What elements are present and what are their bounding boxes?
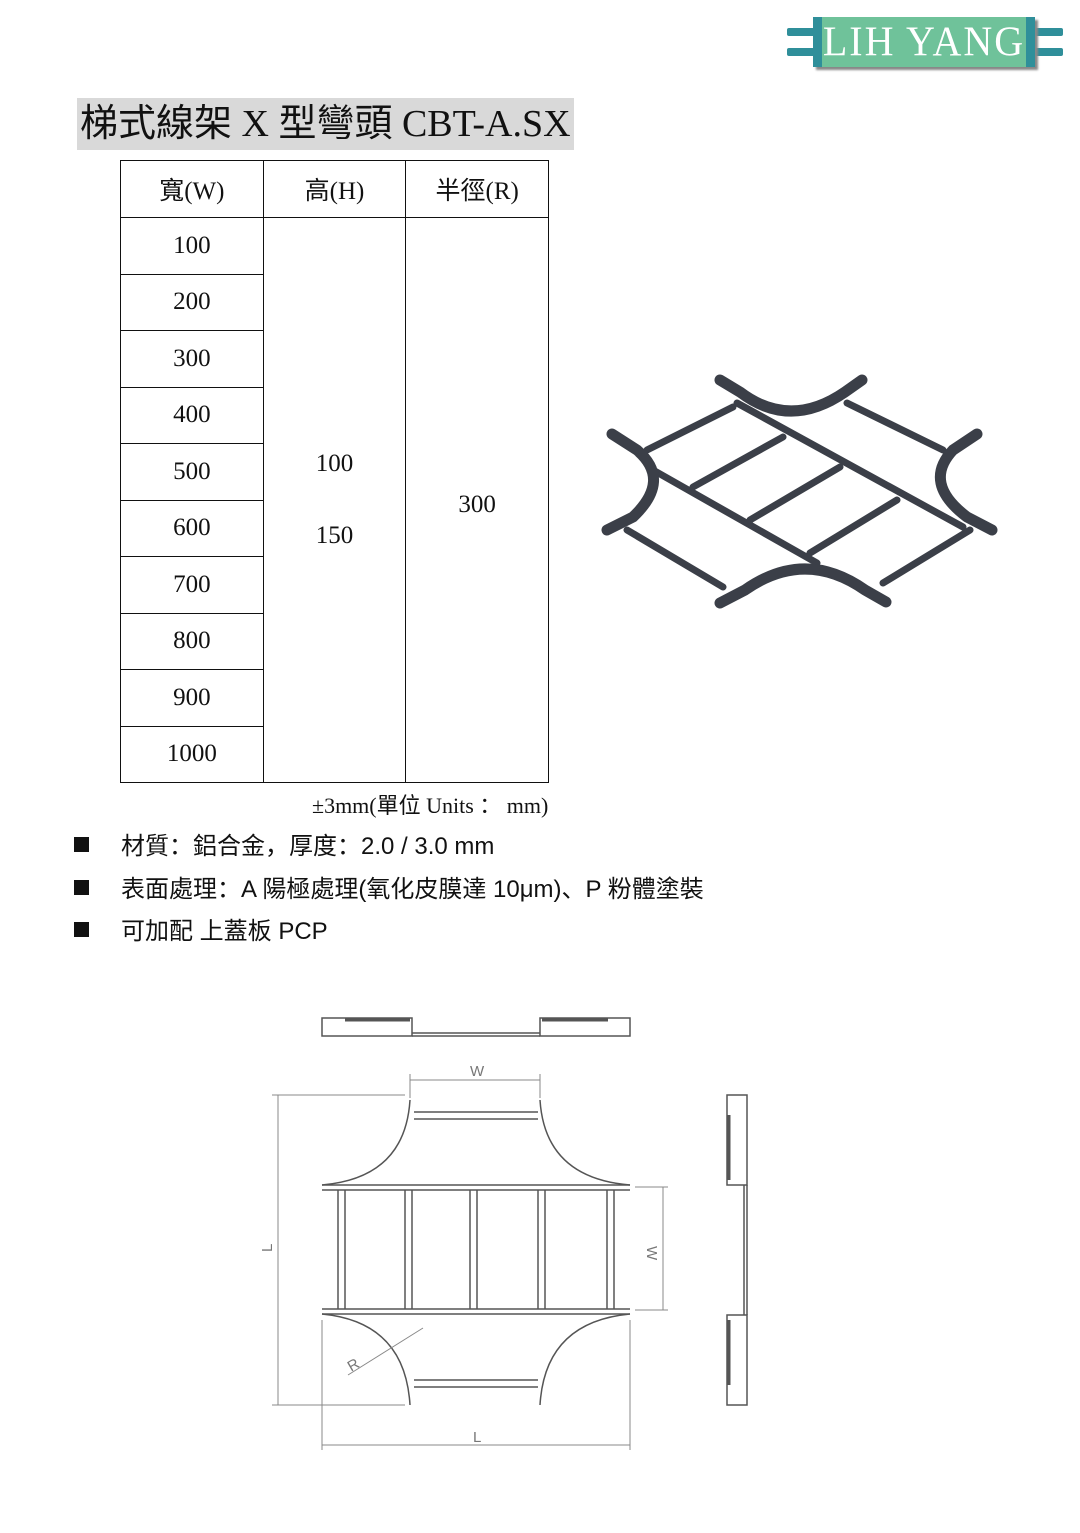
bullet-square-icon (74, 922, 89, 937)
bullet-text: 表面處理：A 陽極處理(氧化皮膜達 10μm)、P 粉體塗裝 (121, 876, 704, 903)
width-cell: 1000 (120, 725, 264, 783)
logo-text: LIH YANG (822, 17, 1026, 66)
header-width: 寬(W) (120, 160, 264, 218)
table-row: 600 (120, 499, 549, 557)
table-row: 400 (120, 386, 549, 444)
header-height: 高(H) (262, 160, 407, 218)
bullet-surface: 表面處理：A 陽極處理(氧化皮膜達 10μm)、P 粉體塗裝 (74, 869, 704, 904)
table-row: 1000 (120, 725, 549, 783)
table-row: 900 (120, 669, 549, 727)
bullet-text: 可加配 上蓋板 PCP (121, 918, 328, 945)
height-value: 100 (315, 450, 354, 477)
width-cell: 100 (120, 217, 264, 275)
table-header-row: 寬(W) 高(H) 半徑(R) (120, 160, 549, 218)
table-row: 700 (120, 556, 549, 614)
width-cell: 900 (120, 669, 264, 727)
bullet-square-icon (74, 880, 89, 895)
header-radius: 半徑(R) (405, 160, 549, 218)
width-cell: 400 (120, 386, 264, 444)
radius-cell: 300 (405, 217, 549, 783)
width-cell: 700 (120, 556, 264, 614)
width-cell: 500 (120, 443, 264, 501)
brand-logo: LIH YANG (785, 14, 1065, 70)
height-cell: 100 150 (262, 217, 407, 783)
bullet-square-icon (74, 837, 89, 852)
spec-table: 寬(W) 高(H) 半徑(R) 100 100 150 300 200 300 … (120, 160, 549, 783)
bullet-text: 材質：鋁合金，厚度：2.0 / 3.0 mm (121, 833, 495, 860)
bullet-material: 材質：鋁合金，厚度：2.0 / 3.0 mm (74, 826, 494, 861)
height-value: 150 (315, 522, 354, 549)
table-row: 200 (120, 273, 549, 331)
table-row: 500 (120, 443, 549, 501)
page-title: 梯式線架 X 型彎頭 CBT-A.SX (77, 98, 574, 150)
table-row: 800 (120, 612, 549, 670)
table-row: 100 100 150 300 (120, 217, 549, 783)
width-cell: 600 (120, 499, 264, 557)
width-cell: 200 (120, 273, 264, 331)
width-cell: 300 (120, 330, 264, 388)
bullet-cover: 可加配 上蓋板 PCP (74, 911, 328, 946)
table-row: 300 (120, 330, 549, 388)
width-cell: 800 (120, 612, 264, 670)
tolerance-note: ±3mm(單位 Units ： mm) (312, 793, 549, 818)
